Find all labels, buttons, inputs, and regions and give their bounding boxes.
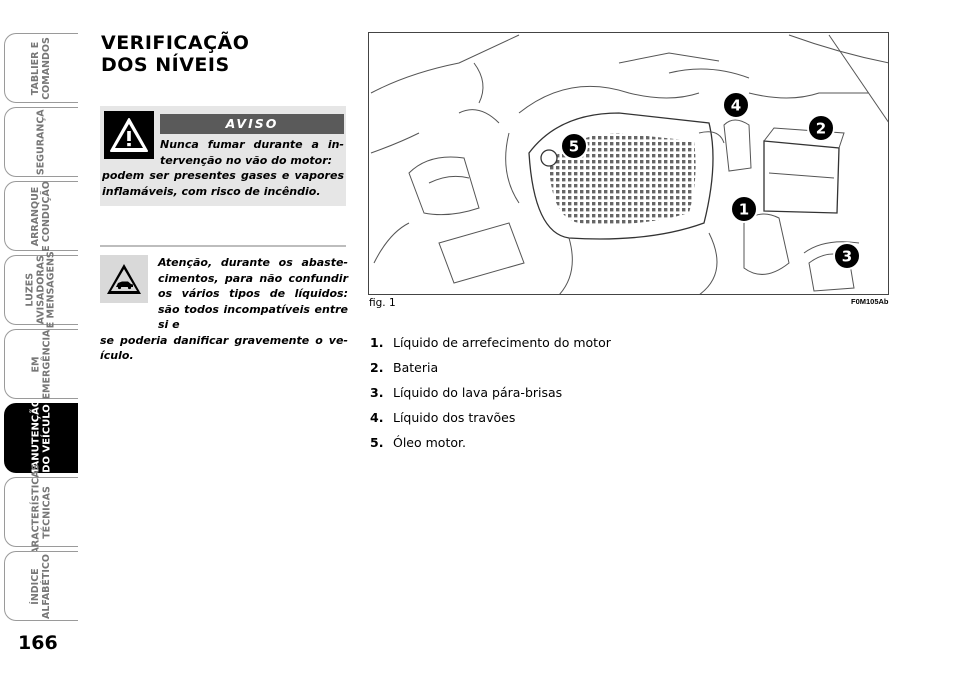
item-number: 1. [370,335,384,350]
list-item: 2. Bateria [370,359,611,384]
item-number: 2. [370,360,384,375]
tab-caracteristicas-tecnicas[interactable]: CARACTERÍSTICAS TÉCNICAS [4,463,78,561]
item-label: Líquido do lava pára-brisas [393,385,563,400]
tab-indice-alfabetico[interactable]: ÍNDICE ALFABÉTICO [4,551,78,621]
tab-seguranca[interactable]: SEGURANÇA [4,107,78,177]
warning-heading: AVISO [160,114,344,134]
callout-3: 3 [833,242,861,270]
callout-5: 5 [560,132,588,160]
warning-box: AVISO Nunca fumar durante a in-tervenção… [100,106,346,206]
tab-label: EM EMERGÊNCIA [29,329,52,399]
item-number: 4. [370,410,384,425]
tab-label: TABLIER E COMANDOS [29,36,52,100]
engine-bay-illustration: 1 2 3 4 5 [370,34,888,294]
figure-caption: fig. 1 [369,297,396,309]
warning-triangle-icon [104,111,154,159]
callout-1: 1 [730,195,758,223]
callout-4: 4 [722,91,750,119]
tab-label: ÍNDICE ALFABÉTICO [29,553,52,619]
caution-car-icon [100,255,148,303]
item-label: Líquido de arrefecimento do motor [393,335,611,350]
callout-label-2: 2 [816,120,826,138]
divider [100,245,346,247]
tab-tablier-comandos[interactable]: TABLIER E COMANDOS [4,33,78,103]
page-number: 166 [18,632,58,654]
callout-label-5: 5 [569,138,579,156]
callout-2: 2 [807,114,835,142]
title-line-2: DOS NÍVEIS [101,54,230,76]
tab-arranque-conducao[interactable]: ARRANQUE E CONDUÇÃO [4,181,78,251]
list-item: 3. Líquido do lava pára-brisas [370,384,611,409]
engine-bay-figure: 1 2 3 4 5 [368,32,889,295]
tab-label: LUZES AVISADORAS E MENSAGENS [24,251,57,329]
item-label: Bateria [393,360,439,375]
item-number: 5. [370,435,384,450]
list-item: 1. Líquido de arrefecimento do motor [370,334,611,359]
tab-luzes-avisadoras[interactable]: LUZES AVISADORAS E MENSAGENS [4,252,78,328]
callout-label-4: 4 [731,97,741,115]
list-item: 5. Óleo motor. [370,434,611,459]
figure-legend: 1. Líquido de arrefecimento do motor 2. Ba… [370,334,611,459]
tab-label: ARRANQUE E CONDUÇÃO [29,180,52,252]
callouts: 1 2 3 4 5 [560,91,861,270]
warning-text: Nunca fumar durante a in-tervenção no vã… [102,137,344,199]
tab-label: CARACTERÍSTICAS TÉCNICAS [30,463,52,561]
warning-text-intro: Nunca fumar durante a in-tervenção no vã… [160,138,344,167]
tab-manutencao-veiculo[interactable]: MANUTENÇÃO DO VEÍCULO [4,398,78,478]
page-title: VERIFICAÇÃO DOS NÍVEIS [101,32,249,76]
item-label: Líquido dos travões [393,410,516,425]
attention-text-rest: se poderia danificar gravemente o ve-ícu… [100,333,348,363]
attention-text: Atenção, durante os abaste-cimentos, par… [100,255,348,364]
attention-text-intro: Atenção, durante os abaste-cimentos, par… [158,256,348,331]
tab-em-emergencia[interactable]: EM EMERGÊNCIA [4,329,78,399]
item-number: 3. [370,385,384,400]
list-item: 4. Líquido dos travões [370,409,611,434]
tab-label: SEGURANÇA [35,109,47,175]
item-label: Óleo motor. [393,435,466,450]
figure-code: F0M105Ab [851,297,889,306]
title-line-1: VERIFICAÇÃO [101,32,250,54]
warning-text-rest: podem ser presentes gases e vapores infl… [102,169,344,198]
callout-label-3: 3 [842,248,852,266]
callout-label-1: 1 [739,201,749,219]
